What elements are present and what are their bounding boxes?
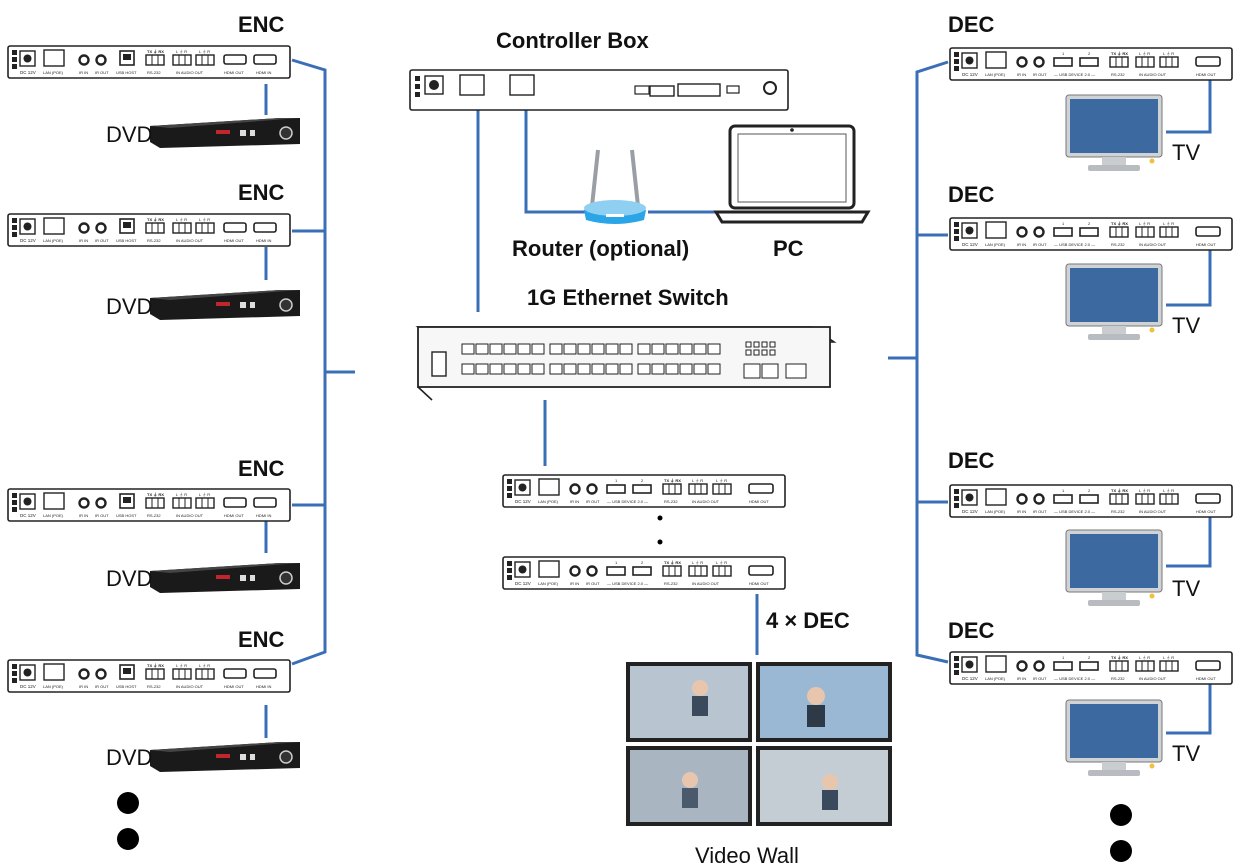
dec-count-label: 4 × DEC (766, 608, 850, 633)
router-icon (584, 149, 646, 224)
more-decoders-dot (1110, 840, 1132, 862)
tv-label: TV (1172, 140, 1201, 165)
pc-label: PC (773, 236, 804, 261)
link-dec1-tv (1166, 80, 1212, 134)
encoder-bracket (291, 58, 327, 666)
router-label: Router (optional) (512, 236, 690, 261)
dvd-player-icon (149, 117, 301, 149)
dvd-player-icon (149, 289, 301, 321)
video-wall-icon (626, 662, 892, 826)
switch-label: 1G Ethernet Switch (527, 285, 729, 310)
encoder-label: ENC (238, 12, 285, 37)
video-wall-label: Video Wall (695, 843, 799, 868)
tv-monitor-icon (1065, 263, 1163, 341)
decoder-label: DEC (948, 12, 995, 37)
laptop-icon (713, 124, 871, 224)
dvd-label: DVD (106, 122, 153, 147)
decoder-label: DEC (948, 448, 995, 473)
decoder-device-icon (948, 216, 1233, 252)
dvd-player-icon (149, 562, 301, 594)
link-dec4-tv (1166, 680, 1212, 735)
continuation-dot (657, 539, 663, 545)
link-controller-router (524, 108, 590, 214)
continuation-dot (657, 515, 663, 521)
encoder-label: ENC (238, 456, 285, 481)
ethernet-switch-icon (415, 326, 837, 401)
tv-label: TV (1172, 576, 1201, 601)
encoder-device-icon (6, 212, 292, 248)
tv-label: TV (1172, 741, 1201, 766)
more-encoders-dot (117, 828, 139, 850)
encoder-device-icon (6, 487, 292, 523)
tv-monitor-icon (1065, 94, 1163, 172)
tv-monitor-icon (1065, 529, 1163, 607)
more-encoders-dot (117, 792, 139, 814)
connection-lines (264, 58, 1212, 738)
encoder-label: ENC (238, 180, 285, 205)
controller-box-icon (409, 69, 789, 111)
dvd-player-icon (149, 741, 301, 773)
decoder-bracket (915, 60, 949, 664)
link-dec2-tv (1166, 250, 1212, 307)
dvd-label: DVD (106, 745, 153, 770)
decoder-label: DEC (948, 618, 995, 643)
tv-label: TV (1172, 313, 1201, 338)
dvd-label: DVD (106, 566, 153, 591)
encoder-label: ENC (238, 627, 285, 652)
link-dec3-tv (1166, 514, 1212, 568)
tv-monitor-icon (1065, 699, 1163, 777)
decoder-device-icon (948, 650, 1233, 686)
controller-box-label: Controller Box (496, 28, 649, 53)
encoder-device-icon (6, 658, 292, 694)
decoder-device-icon (501, 555, 787, 591)
decoder-device-icon (501, 473, 787, 509)
decoder-device-icon (948, 483, 1233, 519)
dvd-label: DVD (106, 294, 153, 319)
decoder-device-icon (948, 46, 1233, 82)
decoder-label: DEC (948, 182, 995, 207)
encoder-device-icon (6, 44, 292, 80)
more-decoders-dot (1110, 804, 1132, 826)
